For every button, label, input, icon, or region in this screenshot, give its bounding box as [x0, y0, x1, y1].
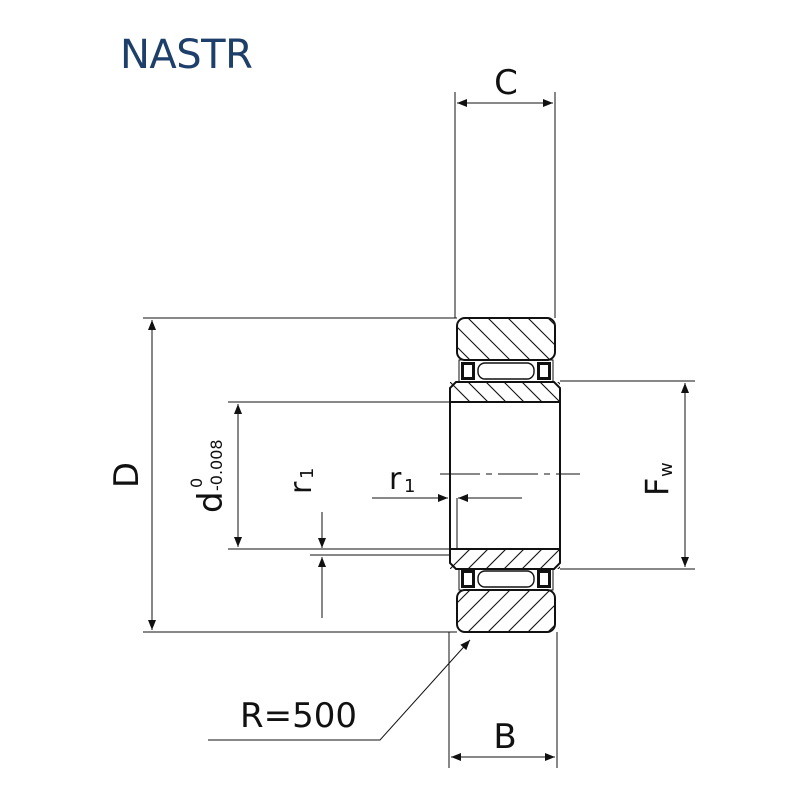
label-fw-sub: w	[656, 462, 677, 477]
label-r1-center: r 1	[389, 462, 415, 497]
label-r1-left: r 1	[284, 468, 319, 494]
label-r1-center-sub: 1	[404, 476, 415, 497]
roller-bottom	[458, 568, 554, 591]
label-c: C	[494, 63, 518, 103]
label-d-bore-upper-tolerance: 0	[187, 478, 206, 488]
label-d-outer: D	[107, 462, 147, 488]
label-fw-main: F	[638, 478, 676, 496]
label-r1-left-main: r	[284, 481, 319, 494]
roller-top	[458, 359, 554, 383]
outer-ring-top	[456, 317, 556, 361]
label-d-bore-lower-tolerance: -0.008	[207, 439, 226, 491]
outer-ring-bottom	[456, 589, 556, 633]
extension-lines	[143, 92, 695, 768]
label-d-bore: d 0 -0.008	[187, 439, 231, 513]
dimension-lines	[148, 99, 689, 761]
radius-leader	[208, 639, 471, 741]
page-title: NASTR	[120, 32, 253, 78]
inner-ring	[449, 381, 561, 570]
label-r1-left-sub: 1	[297, 468, 318, 479]
label-b: B	[493, 717, 516, 757]
label-r1-center-main: r	[389, 462, 402, 497]
label-d-bore-main: d	[191, 491, 231, 513]
label-fw: F w	[638, 462, 677, 496]
label-radius: R=500	[240, 696, 357, 736]
